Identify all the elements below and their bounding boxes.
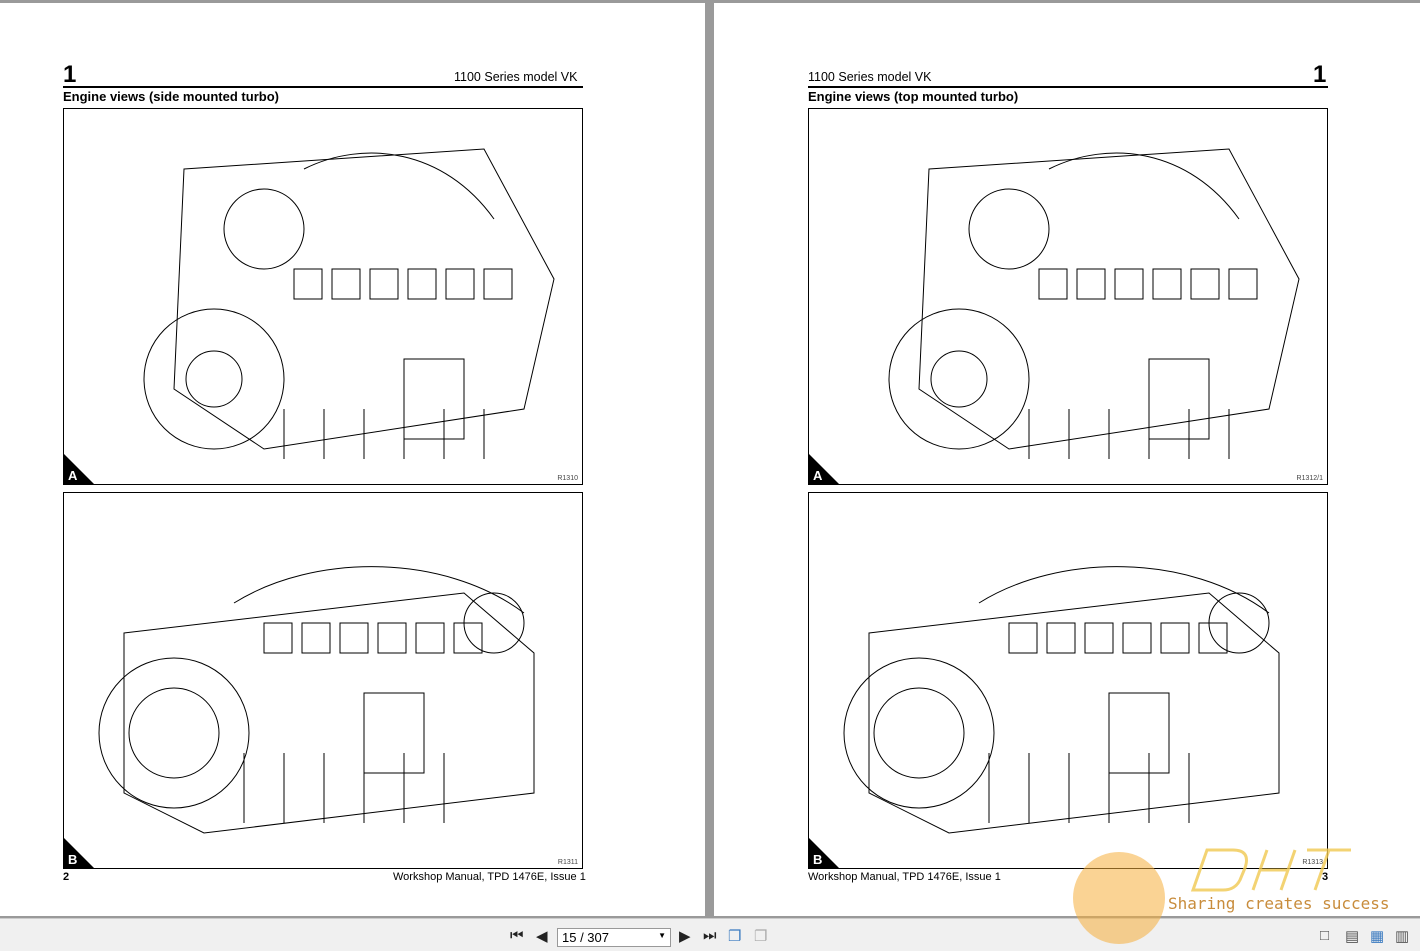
engine-line	[1038, 268, 1068, 300]
engine-line	[843, 657, 995, 809]
two-page-view-icon[interactable]: ▦	[1370, 928, 1385, 945]
figure-letter: B	[68, 852, 78, 867]
engine-line	[483, 268, 513, 300]
figure-ref: R1310	[557, 475, 578, 482]
engine-line	[1114, 268, 1144, 300]
engine-line	[873, 687, 965, 779]
prev-page-icon[interactable]: ◀	[536, 928, 548, 945]
header-title: 1100 Series model VK	[808, 70, 932, 84]
header-rule	[808, 86, 1328, 88]
figure-ref: R1312/1	[1296, 475, 1323, 482]
engine-line	[415, 622, 445, 654]
right-page: 1100 Series model VK 1 Engine views (top…	[714, 3, 1420, 916]
next-page-icon[interactable]: ▶	[679, 928, 691, 945]
section-number: 1	[1313, 61, 1327, 88]
page-number: 2	[63, 871, 70, 883]
pdf-toolbar: ⏮ ◀ 15 / 307 ▼ ▶ ⏭ ❐ ❐ □ ▤ ▦ ▥	[0, 918, 1420, 951]
engine-line	[445, 268, 475, 300]
engine-line	[363, 692, 425, 774]
engine-line	[1190, 268, 1220, 300]
figure-ref: R1311	[557, 859, 578, 866]
header-rule	[63, 86, 583, 88]
footer-rule	[808, 868, 1328, 869]
two-page-continuous-icon[interactable]: ▥	[1395, 928, 1410, 945]
footer-text: Workshop Manual, TPD 1476E, Issue 1	[808, 871, 1001, 883]
engine-line	[888, 308, 1030, 450]
page-caption: Engine views (top mounted turbo)	[808, 89, 1019, 104]
page-caption: Engine views (side mounted turbo)	[63, 89, 279, 104]
header-title: 1100 Series model VK	[454, 70, 578, 84]
engine-line	[263, 622, 293, 654]
engine-line	[1228, 268, 1258, 300]
figure-a: A R1312/1	[808, 108, 1328, 485]
engine-line	[293, 268, 323, 300]
watermark-slogan: Sharing creates success	[1168, 894, 1390, 913]
engine-drawing	[98, 566, 535, 834]
engine-drawing	[888, 148, 1300, 459]
dropdown-arrow-icon[interactable]: ▼	[658, 931, 666, 940]
engine-line	[930, 350, 988, 408]
figure-ref: R1313	[1302, 859, 1323, 866]
engine-line	[123, 592, 535, 834]
engine-line	[331, 268, 361, 300]
engine-line	[369, 268, 399, 300]
engine-line	[301, 622, 331, 654]
engine-line	[1046, 622, 1076, 654]
left-page: 1 1100 Series model VK Engine views (sid…	[0, 3, 705, 916]
section-number: 1	[63, 61, 77, 88]
last-page-icon[interactable]: ⏭	[703, 927, 717, 944]
figure-letter: B	[813, 852, 823, 867]
watermark-logo-circle	[1073, 852, 1165, 944]
figure-letter: A	[813, 468, 823, 483]
single-page-view-icon[interactable]: □	[1320, 927, 1330, 944]
footer-text: Workshop Manual, TPD 1476E, Issue 1	[393, 871, 586, 883]
engine-line	[868, 592, 1280, 834]
engine-line	[968, 188, 1050, 270]
engine-line	[377, 622, 407, 654]
engine-line	[128, 687, 220, 779]
engine-line	[1160, 622, 1190, 654]
page-indicator: 15 / 307	[562, 930, 609, 945]
engine-drawing	[843, 566, 1280, 834]
engine-line	[403, 358, 465, 440]
engine-line	[407, 268, 437, 300]
engine-line	[453, 622, 483, 654]
engine-line	[1008, 622, 1038, 654]
engine-line	[1122, 622, 1152, 654]
engine-line	[1152, 268, 1182, 300]
next-view-icon[interactable]: ❐	[754, 928, 768, 945]
engine-line	[1198, 622, 1228, 654]
continuous-view-icon[interactable]: ▤	[1345, 928, 1360, 945]
page-number-input[interactable]: 15 / 307 ▼	[557, 928, 671, 947]
engine-line	[1048, 152, 1240, 220]
engine-line	[303, 152, 495, 220]
figure-letter: A	[68, 468, 78, 483]
engine-line	[1148, 358, 1210, 440]
engine-line	[223, 188, 305, 270]
engine-line	[98, 657, 250, 809]
footer-rule	[63, 868, 583, 869]
engine-line	[978, 566, 1270, 614]
engine-line	[1108, 692, 1170, 774]
engine-line	[233, 566, 525, 614]
engine-line	[1076, 268, 1106, 300]
engine-line	[143, 308, 285, 450]
engine-drawing	[143, 148, 555, 459]
engine-line	[339, 622, 369, 654]
page-number: 3	[1322, 871, 1329, 883]
engine-line	[185, 350, 243, 408]
engine-line	[1084, 622, 1114, 654]
previous-view-icon[interactable]: ❐	[728, 928, 742, 945]
first-page-icon[interactable]: ⏮	[510, 927, 524, 944]
engine-line	[918, 148, 1300, 450]
engine-line	[173, 148, 555, 450]
watermark-logo	[1190, 848, 1351, 892]
figure-b: B R1313	[808, 492, 1328, 869]
figure-a: A R1310	[63, 108, 583, 485]
figure-b: B R1311	[63, 492, 583, 869]
